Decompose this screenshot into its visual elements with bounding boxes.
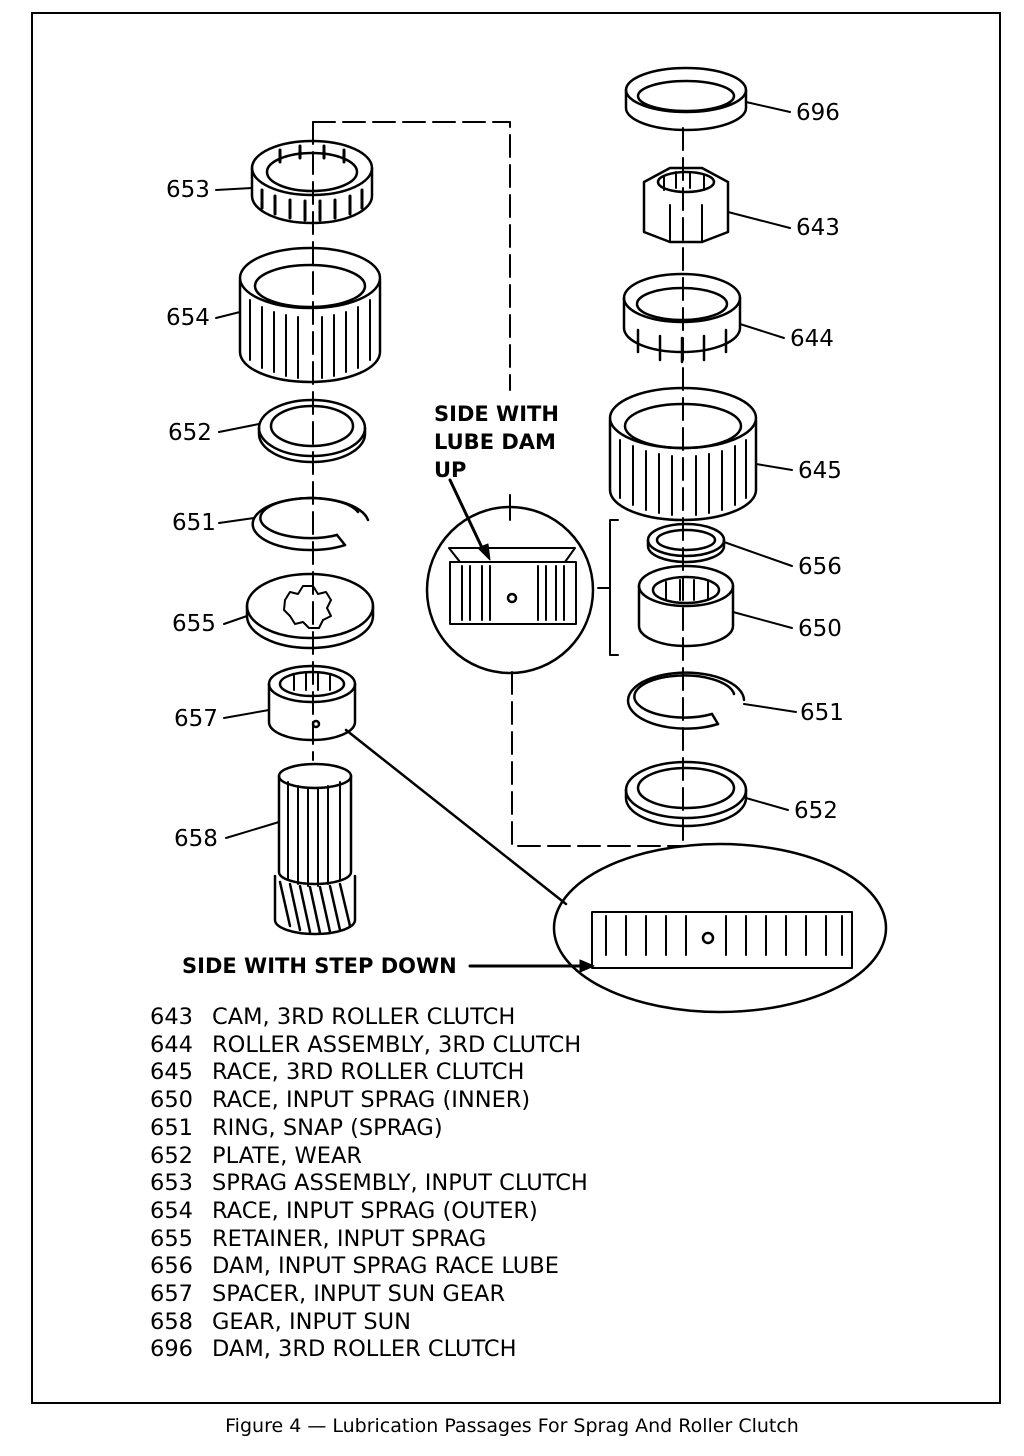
detail-lube-dam-circle — [425, 505, 595, 675]
detail-step-down-ellipse — [552, 842, 888, 1014]
part-651-snap-ring-right — [626, 671, 746, 730]
legend-description: RACE, INPUT SPRAG (INNER) — [212, 1087, 531, 1114]
legend-number: 657 — [150, 1281, 193, 1308]
part-696-dam — [624, 66, 748, 132]
legend-item: 650 RACE, INPUT SPRAG (INNER) — [150, 1087, 588, 1115]
legend-number: 658 — [150, 1308, 193, 1335]
legend-description: GEAR, INPUT SUN — [212, 1308, 411, 1335]
callout-651-right: 651 — [800, 700, 844, 726]
part-653-sprag-assembly — [250, 139, 374, 225]
note-lube-dam-line3: UP — [434, 458, 467, 482]
legend-number: 656 — [150, 1253, 193, 1280]
note-step-down: SIDE WITH STEP DOWN — [182, 954, 457, 978]
legend-item: 654 RACE, INPUT SPRAG (OUTER) — [150, 1198, 588, 1226]
note-lube-dam-line2: LUBE DAM — [434, 430, 556, 454]
part-643-cam — [642, 166, 730, 244]
part-644-roller-assembly — [622, 272, 742, 364]
legend-item: 657 SPACER, INPUT SUN GEAR — [150, 1281, 588, 1309]
part-656-dam — [646, 522, 726, 564]
callout-657: 657 — [174, 706, 218, 732]
legend-number: 645 — [150, 1059, 193, 1086]
legend-description: SPACER, INPUT SUN GEAR — [212, 1281, 506, 1308]
legend-number: 655 — [150, 1225, 193, 1252]
legend-item: 696 DAM, 3RD ROLLER CLUTCH — [150, 1336, 588, 1364]
callout-652-left: 652 — [168, 420, 212, 446]
part-654-outer-race — [238, 246, 382, 384]
legend-item: 655 RETAINER, INPUT SPRAG — [150, 1226, 588, 1254]
part-658-input-sun-gear — [273, 762, 357, 936]
callout-650: 650 — [798, 616, 842, 642]
detail-connector-line — [344, 728, 568, 906]
legend-description: CAM, 3RD ROLLER CLUTCH — [212, 1004, 516, 1030]
note-arrows — [448, 478, 595, 973]
part-651-snap-ring-left — [251, 496, 370, 552]
leader-lines — [215, 101, 797, 839]
legend-description: SPRAG ASSEMBLY, INPUT CLUTCH — [212, 1170, 588, 1197]
legend-description: RACE, 3RD ROLLER CLUTCH — [212, 1059, 525, 1086]
legend-item: 644 ROLLER ASSEMBLY, 3RD CLUTCH — [150, 1032, 588, 1060]
legend-number: 643 — [150, 1004, 193, 1030]
callout-643: 643 — [796, 215, 840, 241]
part-657-spacer — [267, 664, 357, 742]
note-lube-dam-line1: SIDE WITH — [434, 402, 559, 426]
callout-656: 656 — [798, 554, 842, 580]
legend-description: PLATE, WEAR — [212, 1142, 363, 1169]
legend-number: 653 — [150, 1170, 193, 1197]
legend-item: 651 RING, SNAP (SPRAG) — [150, 1115, 588, 1143]
figure-caption: Figure 4 — Lubrication Passages For Spra… — [225, 1415, 799, 1437]
callout-652-right: 652 — [794, 798, 838, 824]
legend-number: 650 — [150, 1087, 193, 1114]
callout-644: 644 — [790, 326, 834, 352]
legend-item: 653 SPRAG ASSEMBLY, INPUT CLUTCH — [150, 1170, 588, 1198]
legend-description: RING, SNAP (SPRAG) — [212, 1114, 443, 1141]
callout-651-left: 651 — [172, 510, 216, 536]
legend-item: 656 DAM, INPUT SPRAG RACE LUBE — [150, 1253, 588, 1281]
part-645-race-3rd-roller — [608, 386, 758, 522]
part-652-wear-plate-right — [624, 760, 748, 828]
figure-frame — [31, 12, 1001, 1404]
note-lube-dam: SIDE WITH LUBE DAM UP — [434, 400, 559, 484]
legend-description: ROLLER ASSEMBLY, 3RD CLUTCH — [212, 1031, 582, 1058]
lube-passage-lines — [312, 121, 684, 847]
legend-item: 658 GEAR, INPUT SUN — [150, 1309, 588, 1337]
legend-number: 644 — [150, 1031, 193, 1058]
callout-655: 655 — [172, 611, 216, 637]
callout-654: 654 — [166, 305, 210, 331]
callout-696: 696 — [796, 100, 840, 126]
legend-item: 652 PLATE, WEAR — [150, 1143, 588, 1171]
legend-description: RETAINER, INPUT SPRAG — [212, 1225, 487, 1252]
callout-645: 645 — [798, 458, 842, 484]
legend-description: DAM, 3RD ROLLER CLUTCH — [212, 1336, 517, 1363]
part-650-inner-race — [637, 564, 735, 648]
legend-number: 652 — [150, 1142, 193, 1169]
legend-number: 651 — [150, 1114, 193, 1141]
part-652-wear-plate-left — [257, 398, 367, 464]
legend-description: DAM, INPUT SPRAG RACE LUBE — [212, 1253, 559, 1280]
legend-item: 645 RACE, 3RD ROLLER CLUTCH — [150, 1059, 588, 1087]
parts-legend: 643 CAM, 3RD ROLLER CLUTCH 644 ROLLER ASSE… — [150, 1004, 588, 1364]
callout-658: 658 — [174, 826, 218, 852]
legend-description: RACE, INPUT SPRAG (OUTER) — [212, 1197, 538, 1224]
legend-item: 643 CAM, 3RD ROLLER CLUTCH — [150, 1004, 588, 1032]
legend-number: 696 — [150, 1336, 193, 1363]
callout-653: 653 — [166, 177, 210, 203]
part-655-retainer — [245, 572, 375, 650]
legend-number: 654 — [150, 1197, 193, 1224]
